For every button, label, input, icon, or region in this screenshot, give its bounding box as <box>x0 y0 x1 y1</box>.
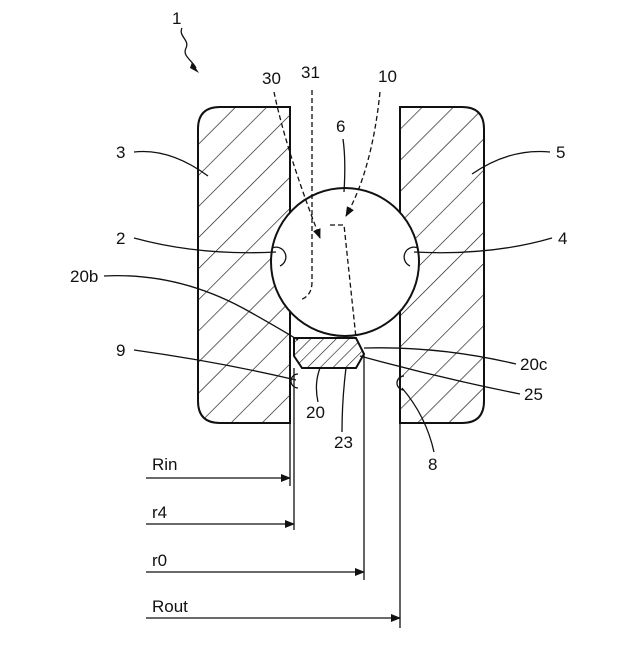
leader-20 <box>316 368 320 402</box>
label-cage-edge-c: 20c <box>520 355 548 374</box>
label-groove-left: 2 <box>116 229 125 248</box>
label-pocket-a: 30 <box>262 69 281 88</box>
label-cage-chamfer: 23 <box>334 433 353 452</box>
leader-3 <box>134 152 208 177</box>
assembly-leader <box>181 28 196 68</box>
label-pocket-c: 10 <box>378 67 397 86</box>
assembly-arrowhead <box>190 62 199 73</box>
ball <box>271 188 419 336</box>
label-cage: 20 <box>306 403 325 422</box>
label-ball: 6 <box>336 117 345 136</box>
label-assembly: 1 <box>172 9 181 28</box>
label-cage-edge-b: 20b <box>70 267 98 286</box>
label-outer-wall-left: 3 <box>116 143 125 162</box>
dimension-label-r0: r0 <box>152 551 167 570</box>
dimension-label-rout: Rout <box>152 597 188 616</box>
dimension-label-r4: r4 <box>152 503 167 522</box>
label-pocket-b: 31 <box>301 63 320 82</box>
label-groove-right: 4 <box>558 229 567 248</box>
label-gap-right: 8 <box>428 455 437 474</box>
cage <box>294 338 364 368</box>
label-outer-wall-right: 5 <box>556 143 565 162</box>
leader-23 <box>342 368 346 432</box>
label-clearance: 25 <box>524 385 543 404</box>
leader-ball <box>343 139 345 192</box>
label-gap-left: 9 <box>116 341 125 360</box>
dimension-label-rin: Rin <box>152 455 178 474</box>
